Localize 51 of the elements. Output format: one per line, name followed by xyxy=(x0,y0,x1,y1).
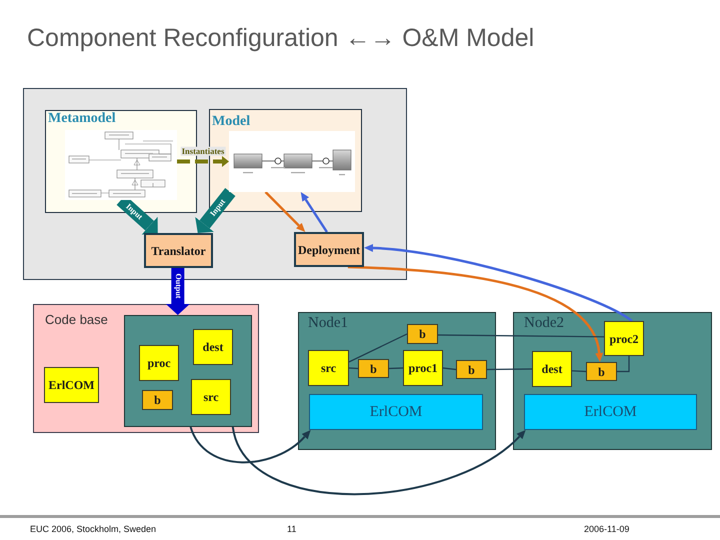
connector-line xyxy=(442,367,456,370)
component-box: proc2 xyxy=(604,321,644,356)
binding-box: b xyxy=(142,390,173,410)
code-base-panel xyxy=(33,304,259,433)
dashed-arrow xyxy=(177,156,229,167)
connector-line xyxy=(572,370,586,372)
process-box: Deployment xyxy=(294,232,364,267)
arrow xyxy=(348,266,604,362)
panel-title: Model xyxy=(212,115,250,129)
binding-box: b xyxy=(586,362,617,381)
component-box: dest xyxy=(193,329,233,365)
footer-text: 11 xyxy=(287,525,296,534)
node-panel xyxy=(298,312,496,450)
component-box: proc1 xyxy=(403,350,443,386)
component-box: dest xyxy=(532,351,572,387)
component-box: ErlCOM xyxy=(44,367,99,403)
component-box: src xyxy=(308,350,349,386)
footer-text: 2006-11-09 xyxy=(584,525,630,534)
edge-label: Output xyxy=(174,274,182,298)
arrow xyxy=(300,192,328,233)
panel-title: Node1 xyxy=(308,316,348,331)
block-arrow xyxy=(195,188,236,234)
node-panel xyxy=(513,312,712,450)
service-bar: ErlCOM xyxy=(524,394,697,430)
panel-title: Code base xyxy=(45,313,108,326)
component-box: src xyxy=(191,379,231,415)
binding-box: b xyxy=(407,324,438,344)
process-box: Translator xyxy=(144,233,213,268)
arrow xyxy=(232,426,526,496)
connector-line xyxy=(348,333,408,362)
connector-line xyxy=(388,367,404,370)
binding-box: b xyxy=(456,360,487,379)
arrow xyxy=(264,191,306,232)
package-panel xyxy=(124,315,252,427)
class-diagram-drawing xyxy=(65,130,177,200)
component-box: proc xyxy=(139,345,179,381)
connector-line xyxy=(487,368,532,370)
service-bar: ErlCOM xyxy=(309,394,483,430)
arrow xyxy=(190,426,312,464)
slide-title: Component Reconfiguration ←→ O&M Model xyxy=(27,26,534,51)
connector-line xyxy=(348,367,358,370)
connector-line xyxy=(438,334,604,338)
footer-text: EUC 2006, Stockholm, Sweden xyxy=(30,525,156,534)
binding-box: b xyxy=(358,359,389,378)
component-diagram-drawing xyxy=(229,131,355,192)
panel-title: Metamodel xyxy=(48,112,116,126)
connector-line xyxy=(617,356,630,372)
panel-title: Node2 xyxy=(524,316,564,331)
arrow xyxy=(364,244,633,322)
edge-label: Instantiates xyxy=(180,146,226,156)
block-arrow xyxy=(166,268,190,315)
